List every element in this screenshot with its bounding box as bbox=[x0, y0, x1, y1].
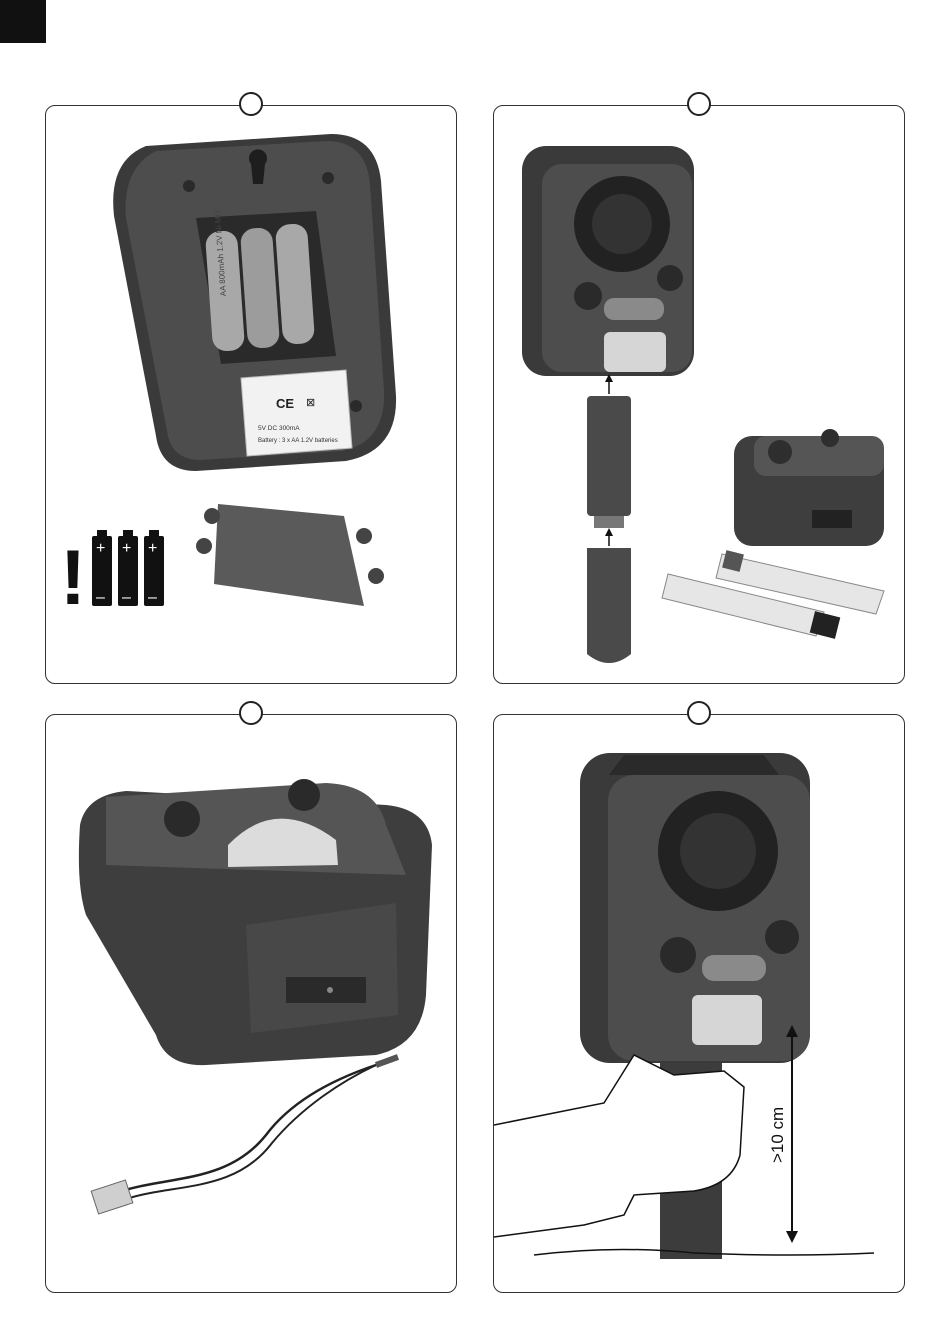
screw-hole bbox=[350, 400, 362, 412]
usb-cable bbox=[116, 1065, 376, 1193]
svg-text:+: + bbox=[148, 540, 157, 557]
svg-text:–: – bbox=[96, 589, 105, 606]
dc-plug bbox=[376, 1057, 398, 1065]
sensitivity-knob bbox=[765, 920, 799, 954]
panel-battery-compartment: AA 800mAh 1.2V Ni-MH CE ⊠ 5V DC 300mA Ba… bbox=[45, 105, 457, 684]
led-strip bbox=[702, 955, 766, 981]
page-corner-tab bbox=[0, 0, 46, 43]
screw-hole bbox=[322, 172, 334, 184]
side-panel bbox=[246, 903, 398, 1033]
screw-hole bbox=[183, 180, 195, 192]
panel-solar-battery-pack bbox=[493, 105, 905, 684]
svg-text:–: – bbox=[148, 589, 157, 606]
frequency-knob bbox=[574, 282, 602, 310]
usb-charging-illustration bbox=[46, 715, 458, 1294]
svg-text:+: + bbox=[122, 540, 131, 557]
stake-upper bbox=[587, 396, 631, 516]
panel-ground-stake-mounting: >10 cm bbox=[493, 714, 905, 1293]
ground-stake-mounting-illustration bbox=[494, 715, 906, 1294]
pir-sensor bbox=[604, 332, 666, 372]
svg-text:–: – bbox=[122, 589, 131, 606]
battery-polarity-icons: + + + – – – bbox=[92, 530, 164, 606]
frequency-knob bbox=[164, 801, 200, 837]
sensitivity-knob bbox=[288, 779, 320, 811]
frequency-knob bbox=[660, 937, 696, 973]
battery-spec-text: Battery : 3 x AA 1.2V batteries bbox=[258, 438, 338, 444]
height-measurement-label: >10 cm bbox=[768, 1107, 788, 1163]
warning-exclamation-icon: ! bbox=[60, 533, 86, 621]
dc-charging-port bbox=[286, 977, 366, 1003]
battery-compartment-illustration: AA 800mAh 1.2V Ni-MH CE ⊠ 5V DC 300mA Ba… bbox=[46, 106, 458, 685]
ce-mark: CE bbox=[276, 396, 294, 411]
sensitivity-knob bbox=[657, 265, 683, 291]
stake-lower-spike bbox=[587, 548, 631, 663]
usb-plug bbox=[91, 1180, 133, 1214]
pir-sensor bbox=[692, 995, 762, 1045]
solar-battery-pack-illustration bbox=[494, 106, 906, 685]
weee-bin-icon: ⊠ bbox=[306, 397, 315, 409]
solar-panel bbox=[609, 755, 779, 775]
svg-text:+: + bbox=[96, 540, 105, 557]
panel-usb-charging bbox=[45, 714, 457, 1293]
led-strip bbox=[604, 298, 664, 320]
battery-cover bbox=[196, 504, 384, 606]
charging-port bbox=[812, 510, 852, 528]
power-rating-text: 5V DC 300mA bbox=[258, 425, 300, 432]
